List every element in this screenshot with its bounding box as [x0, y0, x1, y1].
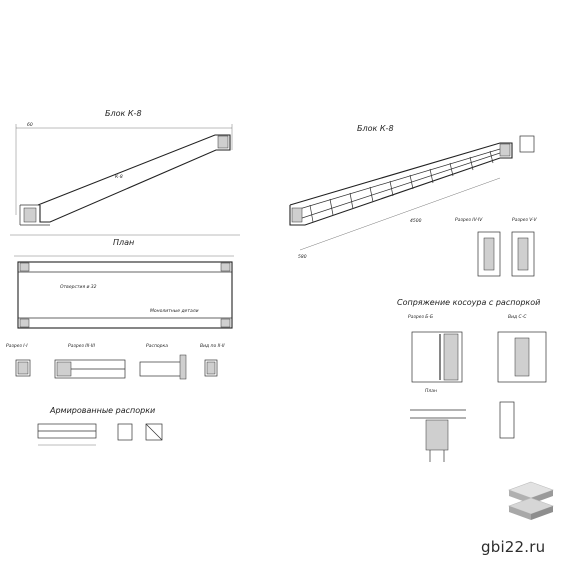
- plan-outer-frame: [17, 261, 233, 329]
- reinforced-spacers-title: Армированные распорки: [49, 406, 155, 415]
- right-block-elevation: Блок К-8 4500 580: [289, 124, 535, 260]
- view-cc-box: [497, 331, 547, 383]
- reinforcement-cage-outline: [289, 142, 513, 226]
- dim-4500: 4500: [410, 218, 422, 224]
- bottom-support-hatch: [23, 207, 37, 223]
- spacer-detail-2: [117, 423, 133, 441]
- view-box: [204, 359, 218, 377]
- section-iv-box: [477, 231, 501, 277]
- lower-right-detail: [499, 401, 515, 439]
- right-block-title: Блок К-8: [357, 124, 394, 133]
- left-sections-row: Разрез I-I Разрез III-III Распорка Вид п…: [6, 343, 225, 380]
- left-block-title: Блок К-8: [105, 109, 142, 118]
- plan-note-monolith: Монолитные детали: [150, 308, 199, 314]
- watermark-site-text: gbi22.ru: [481, 538, 546, 556]
- section-v-label: Разрез V-V: [512, 217, 537, 223]
- lower-plan-hatch: [425, 419, 449, 451]
- section-v-box: [511, 231, 535, 277]
- stringer-outline: [37, 134, 231, 223]
- plan-title: План: [113, 238, 134, 247]
- junction-title: Сопряжение косоура с распоркой: [397, 298, 540, 307]
- stacked-blocks-logo-icon: [508, 481, 554, 520]
- section-bb-box: [411, 331, 463, 383]
- reinforced-spacers: Армированные распорки: [37, 406, 163, 446]
- lower-plan-label: План: [425, 388, 437, 394]
- section-1-label: Разрез I-I: [6, 343, 28, 349]
- top-support-hatch: [217, 135, 229, 149]
- section-bb-label: Разрез Б-Б: [408, 314, 433, 320]
- right-detail-box: [519, 135, 535, 153]
- plan-note-opening: Отверстия ø 32: [60, 284, 97, 290]
- junction-detail: Сопряжение косоура с распоркой Разрез Б-…: [397, 298, 547, 462]
- view-cc-label: Вид С-С: [508, 314, 527, 320]
- section-3-label: Разрез III-III: [68, 343, 96, 349]
- left-block-elevation: Блок К-8 К-8 60: [10, 109, 240, 236]
- section-1-box: [15, 359, 31, 377]
- stirrups: [309, 150, 494, 223]
- site-watermark: gbi22.ru: [481, 528, 573, 568]
- dim-580: 580: [298, 254, 307, 260]
- distance-piece-label: Распорка: [146, 343, 168, 349]
- spacer-detail-3: [145, 423, 163, 441]
- right-sections: Разрез IV-IV Разрез V-V: [455, 217, 537, 277]
- left-plan-view: План Отверстия ø 32 Монолитные детали: [14, 238, 234, 329]
- stringer-mark: К-8: [115, 174, 123, 180]
- view-label: Вид по II-II: [200, 343, 225, 349]
- distance-piece-box: [139, 361, 183, 377]
- left-dim-60: 60: [27, 122, 33, 128]
- section-iv-label: Разрез IV-IV: [455, 217, 483, 223]
